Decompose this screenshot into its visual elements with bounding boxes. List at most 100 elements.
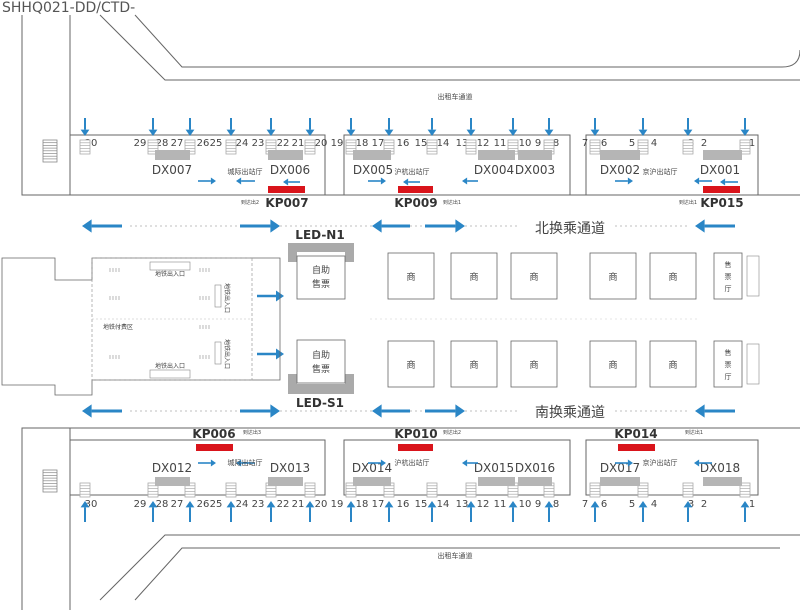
arrow-head <box>627 177 633 185</box>
north-platform-number: 21 <box>292 138 305 149</box>
north-platform-number: 2 <box>701 138 707 149</box>
arrow-head <box>236 459 242 467</box>
south-dx-label: DX015 <box>474 461 514 475</box>
south-platform-bar <box>518 477 552 486</box>
south-platform-number: 5 <box>629 499 635 510</box>
stair-outline <box>426 482 438 498</box>
south-stair-icon <box>225 482 237 498</box>
arrow-head <box>148 501 158 508</box>
shop-north <box>510 252 558 300</box>
arrow-head <box>185 129 195 136</box>
north-platform-number: 11 <box>494 138 507 149</box>
arrow-head <box>283 178 289 186</box>
south-platform-number: 25 <box>210 499 223 510</box>
north-platform-number: 9 <box>535 138 541 149</box>
arrow-head <box>695 404 705 418</box>
south-hall-box <box>585 439 759 496</box>
north-dx-label: DX006 <box>270 163 310 177</box>
ticket-hall-label-2: 票 <box>725 361 732 369</box>
south-platform-bar <box>600 477 640 486</box>
arrow-head <box>740 129 750 136</box>
south-passage-label: 南换乘通道 <box>535 404 605 421</box>
south-exit-tag: 到达出2 <box>443 429 461 436</box>
north-down-arrow <box>740 118 750 136</box>
north-exit-tag: 到达出1 <box>443 199 461 206</box>
arrow-head <box>462 177 468 185</box>
arrow-head <box>544 129 554 136</box>
ticket-machine-south <box>296 339 346 384</box>
south-platform-number: 6 <box>601 499 607 510</box>
arrow-head <box>305 501 315 508</box>
arrow-head <box>384 501 394 508</box>
ticket-machine-north <box>296 255 346 300</box>
north-platform-number: 13 <box>456 138 469 149</box>
metro-exit-top: 地铁出入口 <box>155 270 185 278</box>
arrow-head <box>455 404 465 418</box>
ticket-hall-label-1: 售 <box>725 260 732 269</box>
shop-south <box>387 340 435 388</box>
south-dx-label: DX012 <box>152 461 192 475</box>
shop-south-label: 商 <box>529 359 538 371</box>
north-stair-icon <box>225 139 237 155</box>
north-platform-bar <box>353 150 391 160</box>
north-kp-panel <box>703 186 740 193</box>
north-platform-bar <box>703 150 742 160</box>
south-dx-label: DX016 <box>515 461 555 475</box>
north-platform-number: 22 <box>277 138 290 149</box>
arrow-head <box>683 501 693 508</box>
north-hall-arrow <box>615 177 633 185</box>
south-platform-number: 28 <box>156 499 169 510</box>
south-stair-icon <box>739 482 751 498</box>
led-s1-frame <box>288 374 354 394</box>
north-down-arrow <box>346 118 356 136</box>
north-platform-number: 18 <box>356 138 369 149</box>
shop-north <box>649 252 697 300</box>
stair-outline <box>465 482 477 498</box>
north-hall-arrow <box>198 177 216 185</box>
arrow-head <box>270 219 280 233</box>
north-hk-hall: 沪杭出站厅 <box>395 167 430 176</box>
ticket-machine-north-line2: 售票 <box>312 278 330 290</box>
north-platform-number: 4 <box>651 138 657 149</box>
south-platform-number: 26 <box>197 499 210 510</box>
south-hk-hall: 沪杭出站厅 <box>395 458 430 467</box>
stair-outline <box>637 482 649 498</box>
north-kp-label: KP015 <box>700 196 743 210</box>
shop-north <box>450 252 498 300</box>
stair-outline <box>225 482 237 498</box>
south-platform-number: 10 <box>519 499 532 510</box>
north-down-arrow <box>427 118 437 136</box>
north-platform-bar <box>155 150 190 160</box>
shop-south <box>450 340 498 388</box>
north-down-arrow <box>466 118 476 136</box>
north-down-arrow <box>590 118 600 136</box>
north-platform-number: 24 <box>236 138 249 149</box>
south-platform-number: 13 <box>456 499 469 510</box>
north-dx-label: DX001 <box>700 163 740 177</box>
north-stair-icon <box>426 139 438 155</box>
north-platform-number: 20 <box>315 138 328 149</box>
south-stair-icon <box>426 482 438 498</box>
ticket-window <box>746 255 760 297</box>
ticket-machine-south-line2: 售票 <box>312 363 330 375</box>
ticket-machine-south-line1: 自助 <box>312 349 330 361</box>
arrow-head <box>694 459 700 467</box>
north-stair-icon <box>465 139 477 155</box>
stair-outline <box>637 139 649 155</box>
south-dx-label: DX018 <box>700 461 740 475</box>
south-kp-label: KP006 <box>192 427 235 441</box>
arrow-head <box>740 501 750 508</box>
north-stair-icon <box>637 139 649 155</box>
shop-south <box>589 340 637 388</box>
metro-area-outline <box>1 257 281 396</box>
arrow-head <box>372 219 382 233</box>
south-platform-number: 30 <box>85 499 98 510</box>
shop-north-label: 商 <box>406 271 415 283</box>
south-intercity-hall: 城际出站厅 <box>228 458 263 467</box>
stair-outline <box>79 482 91 498</box>
south-up-arrow <box>384 501 394 522</box>
arrow-head <box>544 501 554 508</box>
north-platform-number: 7 <box>582 138 588 149</box>
south-platform-number: 24 <box>236 499 249 510</box>
